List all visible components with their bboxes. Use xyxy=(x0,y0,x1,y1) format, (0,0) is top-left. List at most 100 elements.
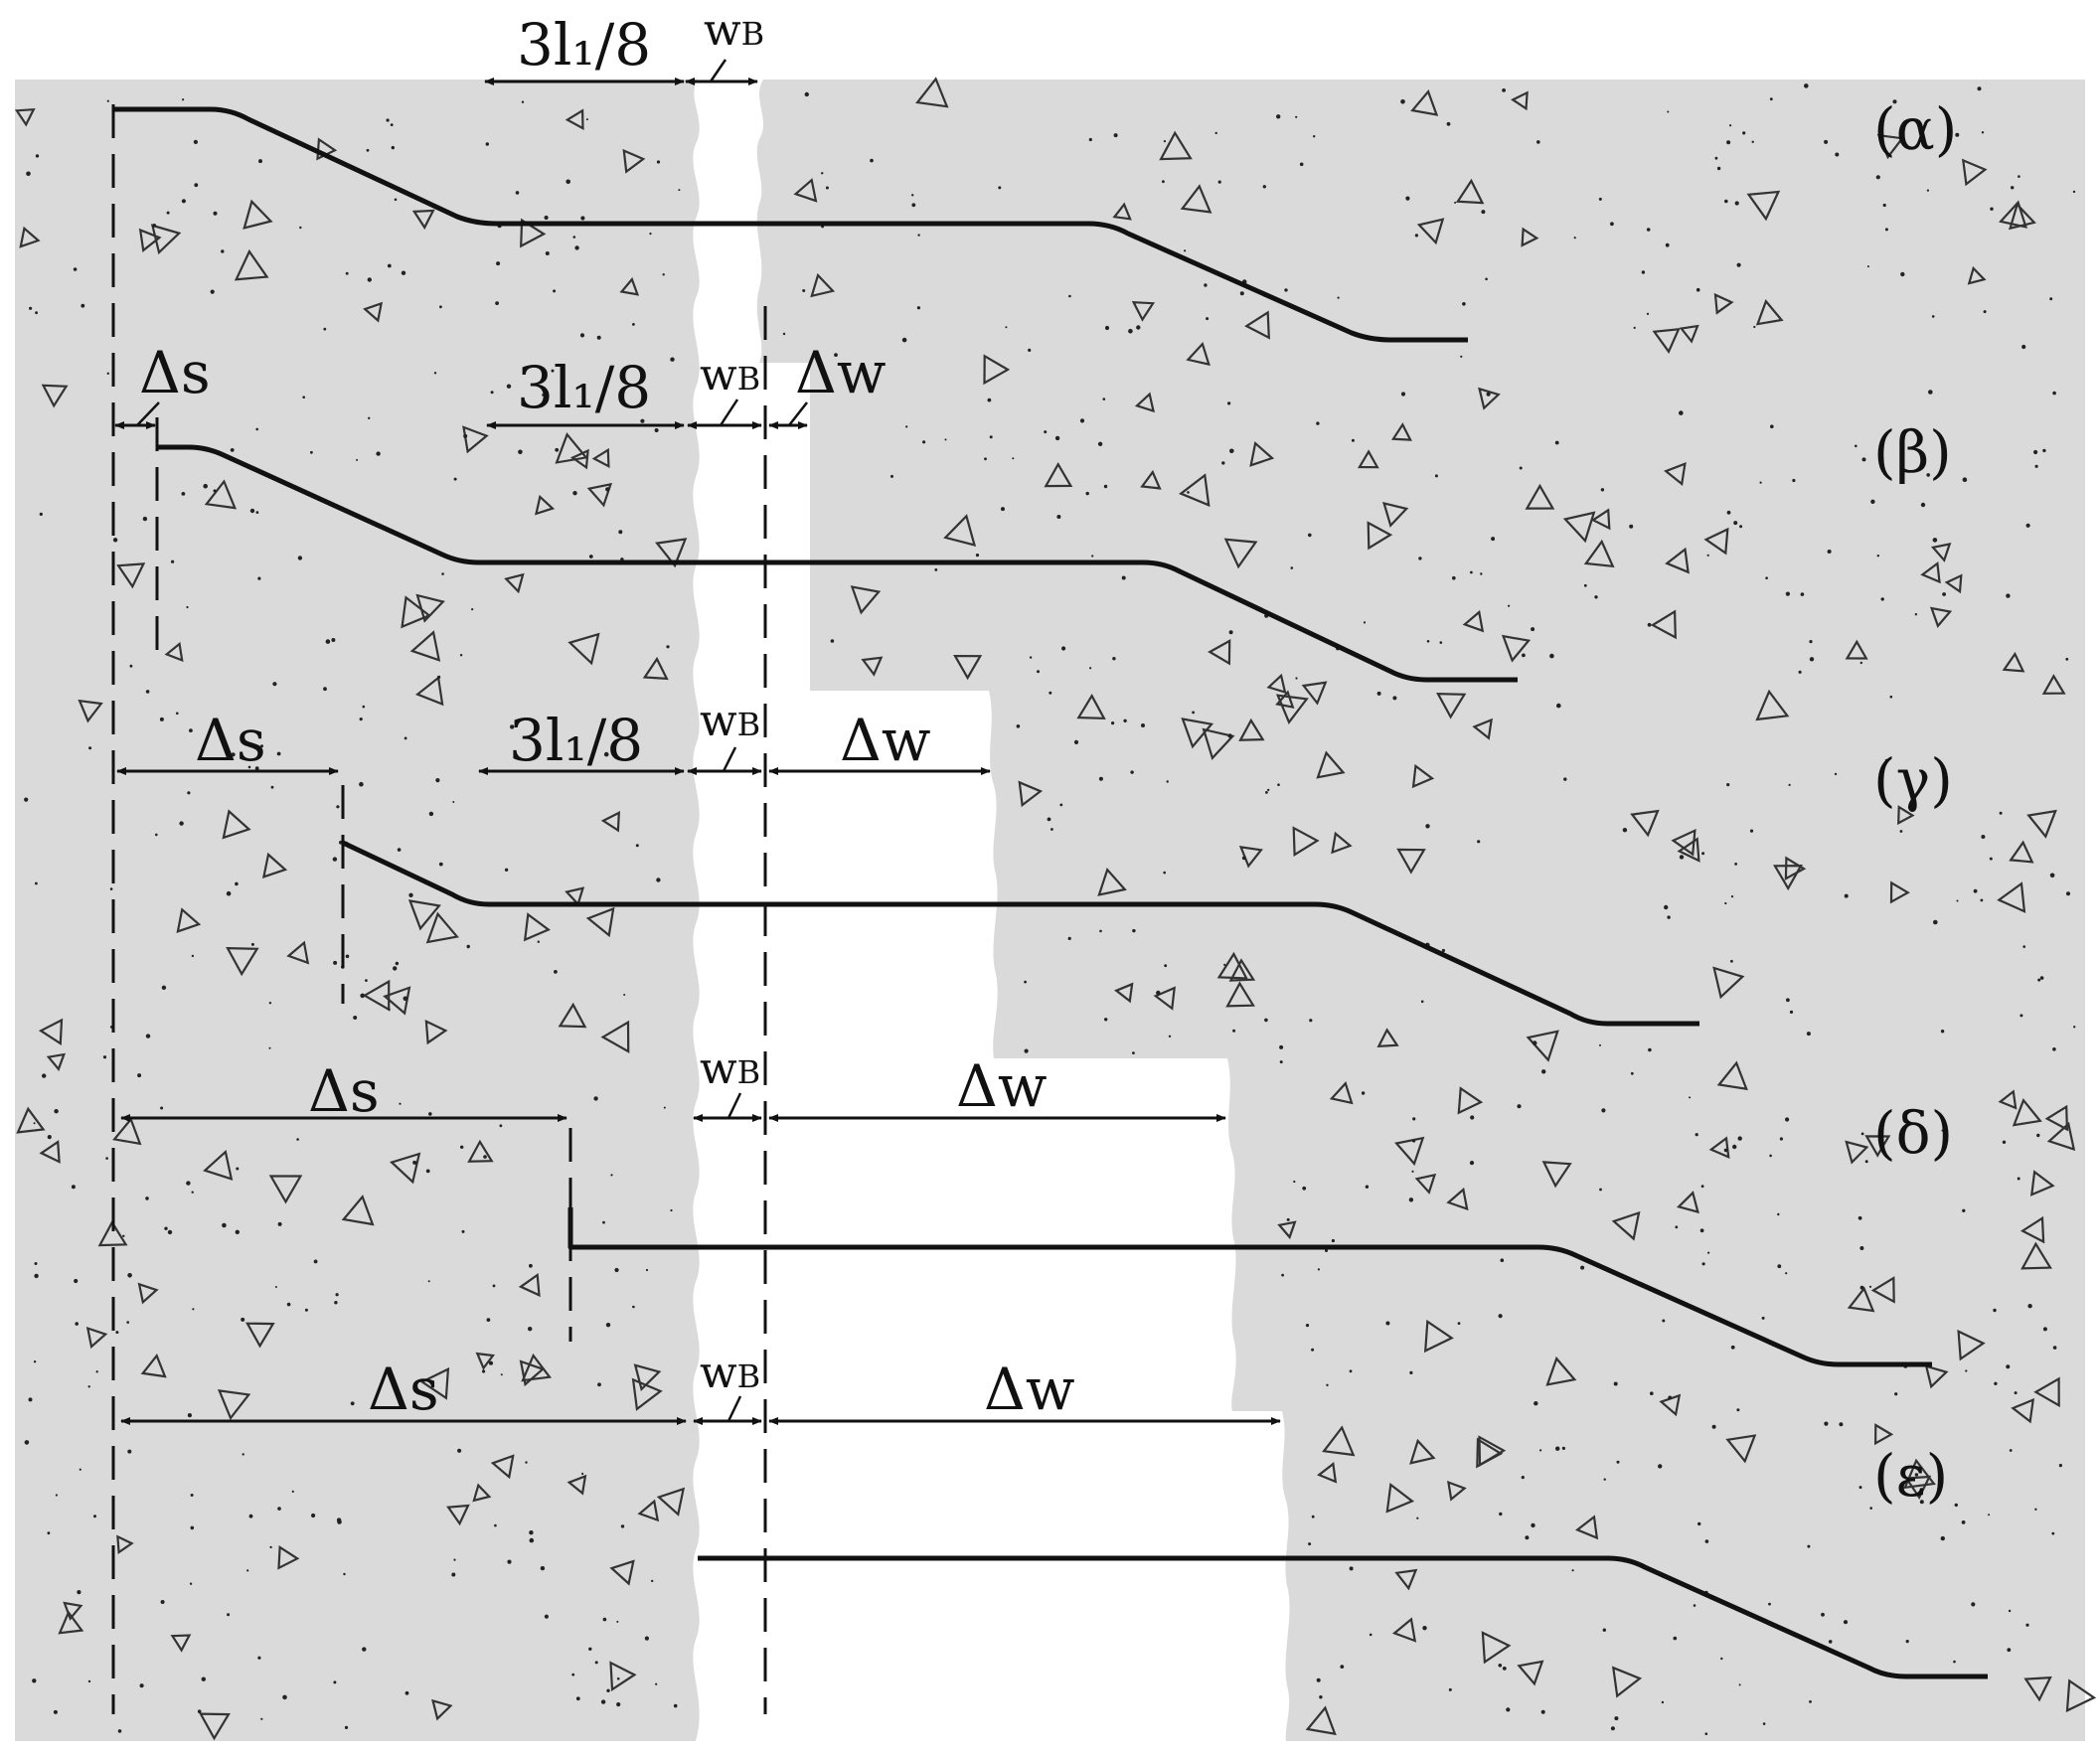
sand-dot xyxy=(934,568,938,571)
sand-dot xyxy=(24,797,29,802)
aggregate-triangle xyxy=(1180,184,1212,214)
sand-dot xyxy=(2014,1391,2018,1395)
sand-dot xyxy=(1223,963,1226,966)
sand-dot xyxy=(1227,733,1232,738)
beta-delta-w-label: Δw xyxy=(795,339,887,406)
beta-wb-label: wB xyxy=(700,350,760,400)
sand-dot xyxy=(39,512,43,517)
sand-dot xyxy=(74,1278,79,1284)
aggregate-triangle xyxy=(609,1661,637,1691)
sand-dot xyxy=(181,492,186,496)
aggregate-triangle xyxy=(609,1559,635,1586)
sand-dot xyxy=(428,811,434,817)
sand-dot xyxy=(644,1636,650,1641)
sand-dot xyxy=(1519,466,1523,470)
aggregate-triangle xyxy=(1545,1356,1577,1386)
aggregate-triangle xyxy=(1244,310,1270,340)
sand-dot xyxy=(1633,326,1636,329)
sand-dot xyxy=(1864,1160,1868,1164)
sand-dot xyxy=(1132,1051,1135,1054)
aggregate-triangle xyxy=(1223,538,1258,569)
sand-dot xyxy=(482,1369,486,1373)
sand-dot xyxy=(553,289,557,293)
sand-dot xyxy=(1365,1185,1370,1189)
sand-dot xyxy=(1563,777,1567,781)
aggregate-triangle xyxy=(1772,864,1803,891)
sand-dot xyxy=(1113,133,1118,138)
sand-dot xyxy=(304,1308,308,1312)
sand-dot xyxy=(1667,110,1670,113)
sand-dot xyxy=(1400,99,1405,104)
sand-dot xyxy=(362,1647,367,1652)
sand-dot xyxy=(1311,1515,1315,1518)
aggregate-triangle xyxy=(983,354,1011,386)
sand-dot xyxy=(1012,457,1015,460)
sand-dot xyxy=(579,333,585,338)
sand-dot xyxy=(1295,677,1298,680)
sand-dot xyxy=(1498,1314,1503,1319)
sand-dot xyxy=(1267,788,1270,792)
aggregate-triangle xyxy=(567,632,600,666)
case-label-delta: (δ) xyxy=(1873,1099,1953,1167)
aggregate-triangle xyxy=(2009,840,2034,864)
sand-dot xyxy=(1610,222,1614,227)
aggregate-triangle xyxy=(242,199,273,230)
sand-dot xyxy=(1414,234,1418,238)
sand-dot xyxy=(1770,424,1774,429)
sand-dot xyxy=(655,1682,658,1685)
sand-dot xyxy=(1506,1707,1511,1712)
sand-dot xyxy=(248,1514,253,1518)
sand-dot xyxy=(1539,1449,1542,1452)
sand-dot xyxy=(145,1034,151,1038)
sand-dot xyxy=(24,1440,30,1445)
aggregate-triangle xyxy=(1414,1173,1437,1195)
sand-dot xyxy=(1102,398,1106,400)
case-label-alpha: (α) xyxy=(1873,95,1957,163)
sand-dot xyxy=(189,728,193,732)
sand-dot xyxy=(359,781,364,787)
aggregate-triangle xyxy=(1436,692,1467,719)
sand-dot xyxy=(581,1472,584,1476)
sand-dot xyxy=(1860,1132,1864,1136)
beta-delta-s-leader xyxy=(136,401,160,426)
sand-dot xyxy=(1914,1473,1919,1477)
sand-dot xyxy=(1163,140,1166,143)
sand-dot xyxy=(1955,132,1960,137)
sand-dot xyxy=(1884,228,1888,232)
aggregate-triangle xyxy=(1331,831,1353,855)
sand-dot xyxy=(1932,538,1938,543)
aggregate-triangle xyxy=(46,1052,66,1071)
sand-dot xyxy=(1531,627,1535,632)
sand-dot xyxy=(1983,310,1987,314)
aggregate-triangle xyxy=(633,1363,662,1392)
sand-dot xyxy=(311,1513,316,1518)
sand-dot xyxy=(1049,691,1052,695)
aggregate-triangle xyxy=(1630,809,1660,838)
aggregate-triangle xyxy=(1904,1475,1932,1500)
sand-dot xyxy=(299,226,302,230)
aggregate-triangle xyxy=(504,572,525,594)
delta-wb-label: wB xyxy=(700,1043,760,1094)
sand-dot xyxy=(1457,1322,1461,1325)
aggregate-triangle xyxy=(1897,805,1915,826)
sand-dot xyxy=(1227,401,1231,405)
sand-dot xyxy=(1707,1251,1710,1254)
aggregate-triangle xyxy=(1114,982,1134,1004)
aggregate-triangle xyxy=(261,852,288,878)
sand-dot xyxy=(2009,1449,2013,1452)
sand-dot xyxy=(1662,1319,1666,1323)
sand-dot xyxy=(1726,783,1730,787)
aggregate-triangle xyxy=(1920,560,1941,584)
sand-dot xyxy=(179,821,184,826)
epsilon-wb-leader xyxy=(727,1395,742,1422)
aggregate-triangle xyxy=(1186,341,1211,367)
sand-dot xyxy=(137,1073,142,1078)
aggregate-triangle xyxy=(1159,130,1193,161)
sand-dot xyxy=(250,942,254,946)
aggregate-triangle xyxy=(1478,387,1501,410)
sand-dot xyxy=(155,833,158,837)
aggregate-triangle xyxy=(277,1544,300,1570)
sand-dot xyxy=(1103,484,1108,489)
aggregate-triangle xyxy=(245,1322,275,1349)
sand-dot xyxy=(203,483,208,489)
